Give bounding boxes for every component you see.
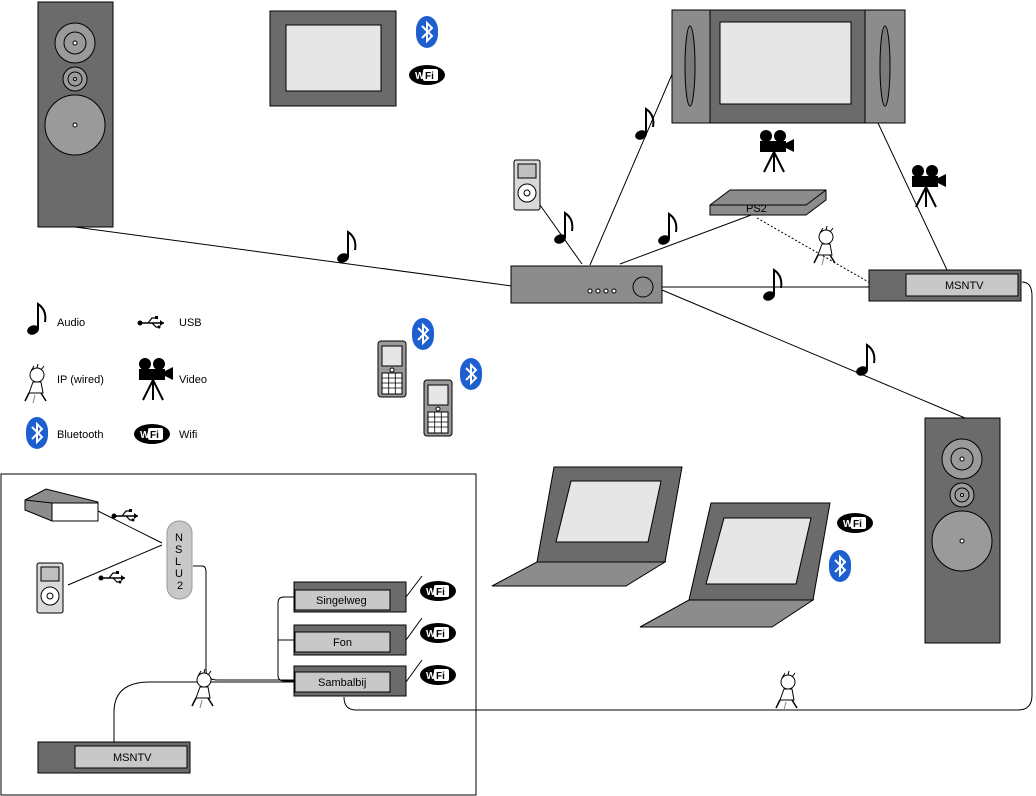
legend-wifi-label: Wifi	[179, 429, 197, 441]
ps2-label: PS2	[746, 203, 767, 215]
audio-note-icon	[853, 344, 876, 379]
audio-note-icon	[551, 212, 574, 247]
nslu2-device: N S L U 2	[166, 520, 193, 600]
speaker-right	[924, 417, 1001, 644]
router-fon[interactable]: Fon	[293, 624, 407, 656]
laptop-1	[491, 466, 683, 587]
laptop-2	[639, 502, 831, 628]
msntv-box-right[interactable]: MSNTV	[868, 269, 1022, 302]
ip-wired-icon	[24, 363, 47, 404]
router-fon-label: Fon	[333, 637, 352, 649]
usb-icon	[97, 570, 126, 585]
speaker-left	[37, 1, 114, 228]
video-camera-icon	[911, 164, 947, 208]
legend: Audio USB IP (wired) Video Bluetooth Wif…	[24, 303, 207, 450]
bluetooth-icon	[828, 549, 852, 583]
router-singelweg-label: Singelweg	[316, 595, 367, 607]
mobile-phone-2	[423, 379, 453, 437]
legend-ip-label: IP (wired)	[57, 374, 104, 386]
legend-bluetooth-label: Bluetooth	[57, 429, 103, 441]
local-network-box	[0, 473, 477, 796]
ip-wired-icon	[775, 670, 798, 711]
wifi-icon	[837, 513, 873, 533]
router-sambalbij-label: Sambalbij	[318, 677, 366, 689]
bluetooth-icon	[459, 357, 483, 391]
bluetooth-icon	[25, 416, 49, 450]
video-camera-icon	[138, 357, 174, 401]
connection-wires	[67, 71, 1033, 744]
router-sambalbij[interactable]: Sambalbij	[293, 665, 407, 697]
audio-note-icon	[760, 269, 783, 304]
legend-video-label: Video	[179, 374, 207, 386]
wifi-icon	[420, 581, 456, 601]
audio-icon	[24, 303, 47, 338]
usb-icon	[136, 315, 165, 330]
msntv-left-label: MSNTV	[113, 752, 152, 764]
tablet-screen	[269, 10, 397, 107]
audio-note-icon	[334, 231, 357, 266]
ip-wired-icon	[191, 668, 214, 709]
legend-audio-label: Audio	[57, 317, 85, 329]
video-camera-icon	[759, 129, 795, 173]
nslu2-label: N S L U 2	[175, 532, 186, 592]
wifi-icon	[409, 65, 445, 85]
bluetooth-icon	[411, 317, 435, 351]
msntv-right-label: MSNTV	[945, 280, 984, 292]
ipod-device	[513, 159, 541, 211]
ip-wired-icon	[813, 225, 836, 266]
msntv-box-left[interactable]: MSNTV	[37, 741, 191, 774]
amplifier-receiver	[510, 265, 663, 304]
router-singelweg[interactable]: Singelweg	[293, 581, 407, 613]
wifi-icon	[420, 623, 456, 643]
television	[671, 9, 906, 124]
ps2-console: PS2	[709, 189, 827, 216]
wifi-icon	[134, 424, 170, 444]
legend-usb-label: USB	[179, 317, 202, 329]
bluetooth-icon	[415, 15, 439, 49]
audio-note-icon	[655, 213, 678, 248]
mobile-phone-1	[377, 340, 407, 398]
ipod-device	[36, 562, 64, 614]
external-drive	[24, 488, 99, 522]
wifi-icon	[420, 665, 456, 685]
